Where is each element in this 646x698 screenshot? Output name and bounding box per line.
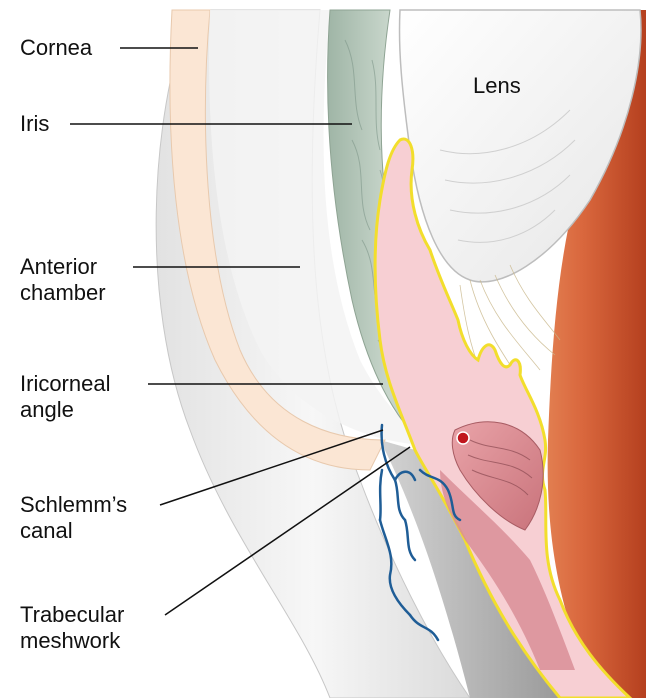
iricorneal-angle-line-2: angle xyxy=(20,397,110,423)
iricorneal-angle-line-1: Iricorneal xyxy=(20,371,110,397)
anterior-chamber-label: Anterior chamber xyxy=(20,254,106,306)
cornea-label: Cornea xyxy=(20,35,92,61)
anterior-chamber-line-2: chamber xyxy=(20,280,106,306)
blood-vessel xyxy=(457,432,469,444)
iricorneal-angle-label: Iricorneal angle xyxy=(20,371,110,423)
trabecular-meshwork-label: Trabecular meshwork xyxy=(20,602,124,654)
iris-text: Iris xyxy=(20,111,49,137)
lens-label: Lens xyxy=(473,73,521,99)
iris-label: Iris xyxy=(20,111,49,137)
schlemms-canal-line-1: Schlemm’s xyxy=(20,492,127,518)
schlemms-canal-line-2: canal xyxy=(20,518,127,544)
anterior-chamber-line-1: Anterior xyxy=(20,254,106,280)
cornea-text: Cornea xyxy=(20,35,92,61)
trabecular-meshwork-line-2: meshwork xyxy=(20,628,124,654)
lens-text: Lens xyxy=(473,73,521,99)
schlemms-canal-label: Schlemm’s canal xyxy=(20,492,127,544)
trabecular-meshwork-line-1: Trabecular xyxy=(20,602,124,628)
